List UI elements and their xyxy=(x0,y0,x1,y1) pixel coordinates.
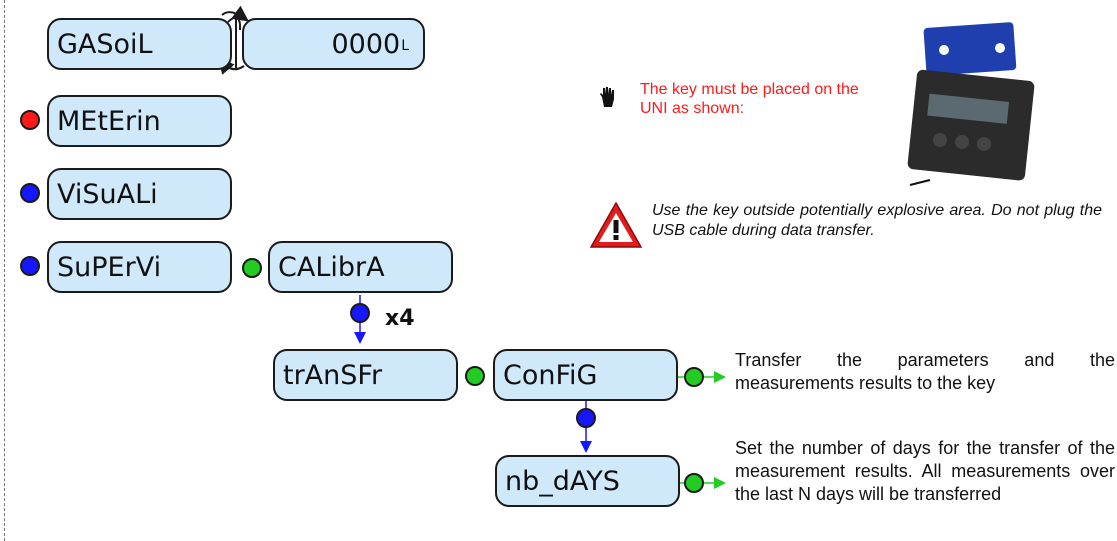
meterin-box[interactable]: MEtErin xyxy=(47,95,232,147)
visuali-box[interactable]: ViSuALi xyxy=(47,168,232,220)
counter-unit: L xyxy=(401,38,409,54)
gasoil-box[interactable]: GASoiL xyxy=(47,18,232,70)
visuali-label: ViSuALi xyxy=(57,178,158,210)
config-label: ConFiG xyxy=(503,359,598,391)
cycle-arrow-top-head xyxy=(221,5,249,22)
left-dashed-guide xyxy=(4,0,5,541)
transfr-box[interactable]: trAnSFr xyxy=(273,349,458,401)
blue-dot-button[interactable] xyxy=(576,408,596,428)
warning-text: Use the key outside potentially explosiv… xyxy=(652,202,1102,239)
blue-dot-button[interactable] xyxy=(350,303,370,323)
calibra-box[interactable]: CALibrA xyxy=(268,241,453,293)
warning-triangle-icon xyxy=(589,201,643,248)
nbdays-description: Set the number of days for the transfer … xyxy=(735,438,1115,504)
green-dot-button[interactable] xyxy=(465,366,485,386)
nbdays-box[interactable]: nb_dAYS xyxy=(495,455,680,507)
transfr-label: trAnSFr xyxy=(283,359,383,391)
device-photo xyxy=(907,22,1035,186)
red-dot-button[interactable] xyxy=(20,110,40,130)
key-placement-note: The key must be placed on the UNI as sho… xyxy=(640,81,859,117)
config-description: Transfer the parameters and the measurem… xyxy=(735,350,1115,393)
config-box[interactable]: ConFiG xyxy=(493,349,678,401)
hand-icon xyxy=(600,87,614,107)
calibra-label: CALibrA xyxy=(278,251,385,283)
green-dot-button[interactable] xyxy=(684,367,704,387)
blue-dot-button[interactable] xyxy=(20,256,40,276)
repeat-count: x4 xyxy=(385,306,415,331)
green-dot-button[interactable] xyxy=(242,258,262,278)
blue-dot-button[interactable] xyxy=(20,183,40,203)
counter-value: 0000 xyxy=(331,28,401,60)
nbdays-label: nb_dAYS xyxy=(505,465,620,497)
green-dot-button[interactable] xyxy=(684,473,704,493)
supervi-box[interactable]: SuPErVi xyxy=(47,241,232,293)
gasoil-label: GASoiL xyxy=(57,28,153,60)
supervi-label: SuPErVi xyxy=(57,251,162,283)
meterin-label: MEtErin xyxy=(57,105,161,137)
